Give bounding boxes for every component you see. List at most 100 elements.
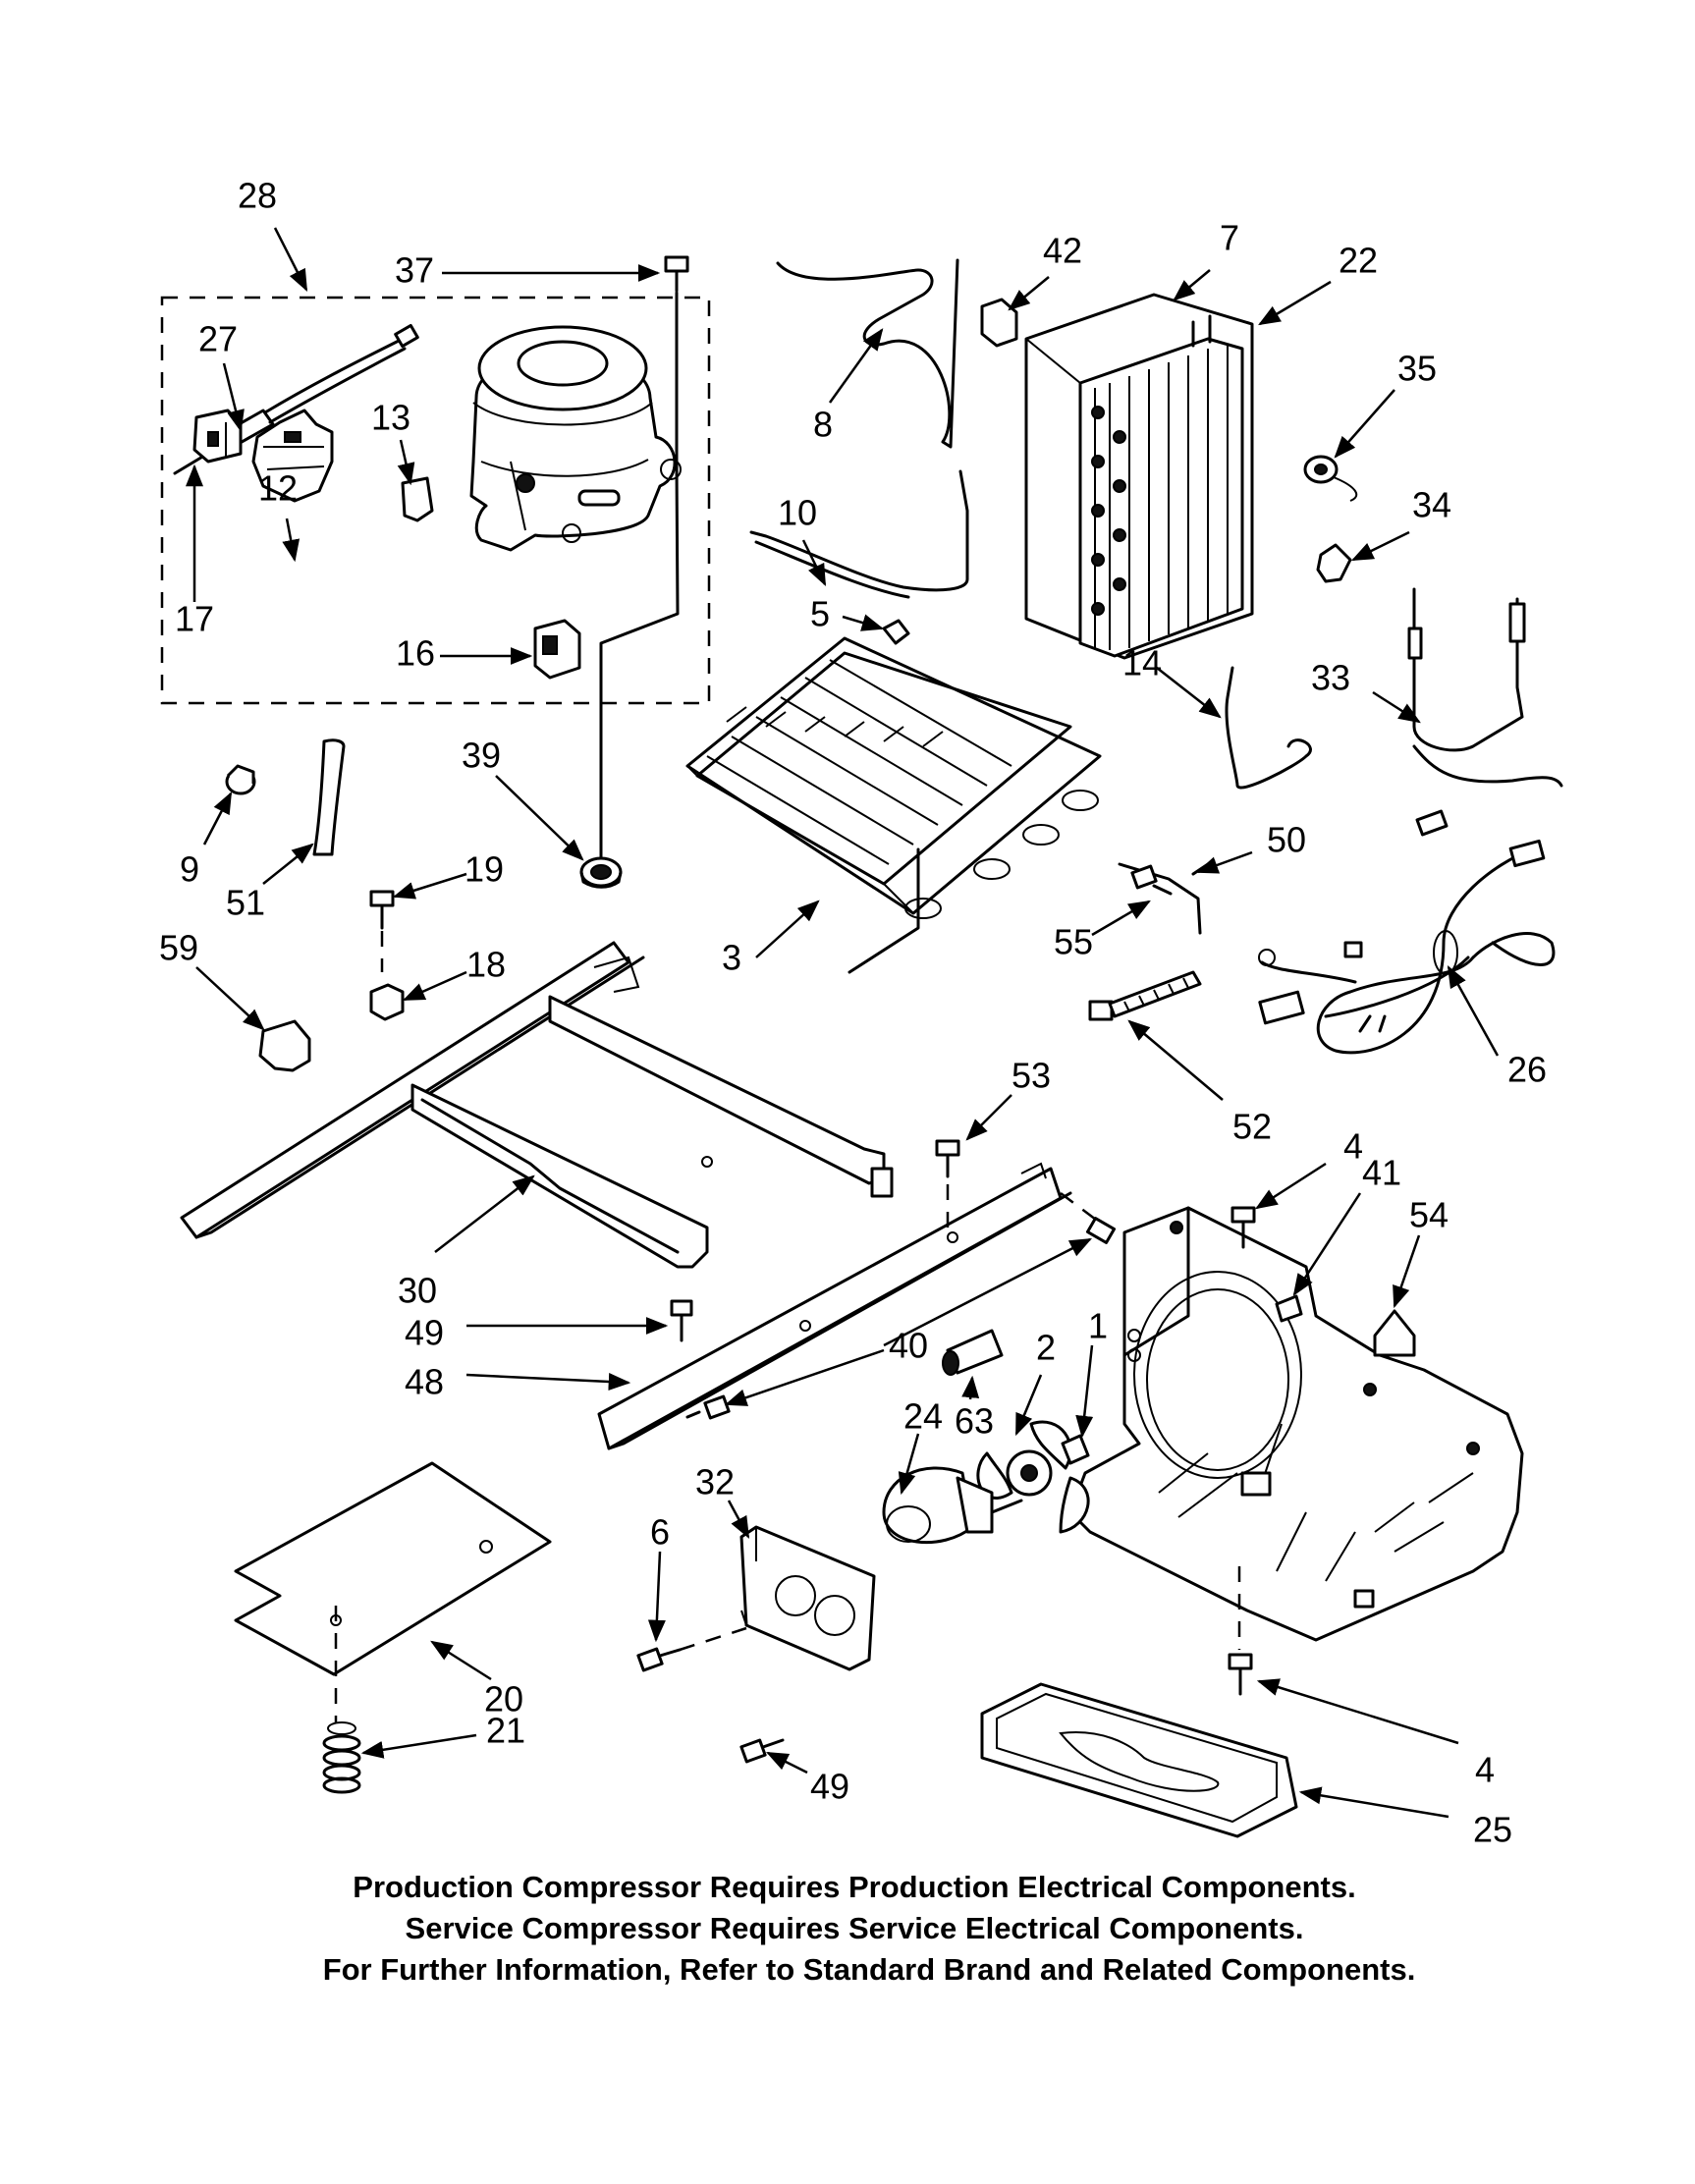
callout-27: 27	[198, 319, 238, 359]
callout-18: 18	[466, 945, 506, 985]
part-19-screw	[369, 890, 395, 972]
part-52-cable-tie	[1088, 970, 1202, 1021]
part-14-wire	[1225, 666, 1312, 790]
part-26-wire-harness	[1258, 839, 1556, 1055]
callout-52: 52	[1232, 1107, 1272, 1147]
callout-16: 16	[396, 633, 435, 674]
part-18-grommet	[369, 983, 405, 1021]
part-37-screw	[664, 255, 689, 293]
callout-13: 13	[371, 398, 410, 438]
callout-4b: 4	[1475, 1750, 1495, 1790]
part-32-motor-bracket	[739, 1525, 876, 1671]
callout-54: 54	[1409, 1195, 1449, 1235]
part-17-capacitor	[192, 409, 243, 464]
part-35-grommet	[1303, 455, 1358, 502]
wire-from-37	[599, 291, 680, 871]
callout-8: 8	[813, 405, 833, 445]
callout-63: 63	[955, 1401, 994, 1442]
callout-50: 50	[1267, 820, 1306, 860]
callout-21: 21	[486, 1711, 525, 1751]
part-41-clip	[1275, 1294, 1303, 1323]
footnote: Production Compressor Requires Productio…	[323, 1870, 1416, 1987]
callout-12: 12	[258, 468, 298, 509]
callout-24: 24	[903, 1396, 943, 1437]
callout-34: 34	[1412, 485, 1451, 525]
part-48-rail	[597, 1162, 1072, 1450]
part-9-plug	[225, 764, 256, 795]
callout-35: 35	[1397, 349, 1437, 389]
part-1-bracket	[1061, 1434, 1090, 1465]
part-12-relay	[251, 409, 334, 503]
part-2-fan-blade	[976, 1420, 1090, 1534]
part-59-clip	[258, 1019, 311, 1072]
part-49-screw-a	[670, 1299, 693, 1342]
rail-40-dash	[1060, 1192, 1101, 1224]
note-line-2: Service Compressor Requires Service Elec…	[406, 1911, 1304, 1945]
callout-33: 33	[1311, 658, 1350, 698]
callout-6: 6	[650, 1512, 670, 1553]
callout-49b: 49	[810, 1767, 849, 1807]
part-6-screw	[636, 1626, 747, 1672]
note-line-3: For Further Information, Refer to Standa…	[323, 1952, 1416, 1987]
callout-55: 55	[1054, 922, 1093, 962]
part-25-drain-pan	[980, 1682, 1298, 1838]
part-51-tube	[312, 738, 346, 856]
callout-49a: 49	[405, 1313, 444, 1353]
callout-5: 5	[810, 594, 830, 634]
compressor	[469, 325, 682, 552]
callout-labels: 28 37 27 13 12 17 16 42 7 22 8 35 34 10 …	[159, 176, 1547, 1850]
callout-19: 19	[465, 849, 504, 890]
part-63-shaft-adapter	[942, 1329, 1004, 1376]
callout-7: 7	[1220, 218, 1239, 258]
callout-40: 40	[889, 1326, 928, 1366]
part-53-screw	[935, 1139, 960, 1178]
part-39-grommet	[579, 856, 623, 889]
callout-9: 9	[180, 849, 199, 890]
callout-32: 32	[695, 1462, 735, 1502]
callout-4a: 4	[1343, 1126, 1363, 1167]
callout-22: 22	[1339, 241, 1378, 281]
callout-10: 10	[778, 493, 817, 533]
part-21-spring	[322, 1721, 361, 1794]
part-8-tube	[776, 258, 959, 449]
callout-1: 1	[1088, 1306, 1108, 1346]
callout-30: 30	[398, 1271, 437, 1311]
callout-39: 39	[462, 736, 501, 776]
callout-2: 2	[1036, 1328, 1056, 1368]
part-3-condenser	[685, 636, 1102, 974]
callout-26: 26	[1507, 1050, 1547, 1090]
note-line-1: Production Compressor Requires Productio…	[353, 1870, 1355, 1904]
part-54-wire-nut	[1373, 1309, 1416, 1357]
part-30-base-frame	[180, 941, 894, 1269]
callout-28: 28	[238, 176, 277, 216]
callout-48: 48	[405, 1362, 444, 1402]
part-4-screw-b	[1228, 1653, 1253, 1696]
callout-41: 41	[1362, 1153, 1401, 1193]
callout-37: 37	[395, 250, 434, 291]
part-33-thermostat	[1407, 587, 1563, 837]
callout-3: 3	[722, 938, 741, 978]
base-pan	[1068, 1206, 1524, 1642]
part-42-clip	[980, 298, 1018, 348]
part-16-connector	[533, 619, 581, 680]
part-55-screw	[1130, 864, 1173, 896]
callout-42: 42	[1043, 231, 1082, 271]
part-10-tube	[749, 469, 969, 592]
part-49-screw-b	[739, 1738, 785, 1764]
part-22-evaporator	[1024, 293, 1254, 660]
callout-59: 59	[159, 928, 198, 968]
callout-25: 25	[1473, 1810, 1512, 1850]
assembly-28-dashed-box	[160, 296, 711, 705]
part-34-bracket	[1316, 543, 1352, 583]
callout-51: 51	[226, 883, 265, 923]
callout-14: 14	[1122, 643, 1162, 683]
part-40-screw-a	[1085, 1217, 1117, 1244]
callout-53: 53	[1012, 1056, 1051, 1096]
part-13-clip	[401, 476, 434, 522]
part-5-clip	[882, 619, 910, 645]
callout-20: 20	[484, 1679, 523, 1720]
part-20-cover	[234, 1461, 552, 1723]
part-4-screw-a	[1230, 1206, 1256, 1249]
leader-lines	[186, 227, 1500, 1819]
